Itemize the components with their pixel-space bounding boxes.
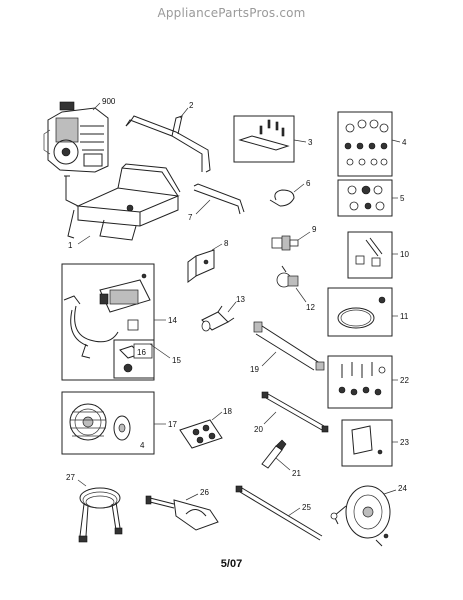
handle-part-2[interactable] xyxy=(125,115,211,173)
callout-18: 18 xyxy=(223,407,232,416)
callout-1: 1 xyxy=(68,241,73,250)
fastener-set-part-22[interactable] xyxy=(327,355,393,409)
callout-26: 26 xyxy=(200,488,209,497)
callout-6: 6 xyxy=(306,179,311,188)
wheel-kit-part-17[interactable] xyxy=(61,391,155,455)
rod-part-7[interactable] xyxy=(193,183,245,215)
callout-9: 9 xyxy=(312,225,317,234)
callout-14: 14 xyxy=(168,316,177,325)
decal-part-23[interactable] xyxy=(341,419,393,467)
callout-12: 12 xyxy=(306,303,315,312)
clip-part-6[interactable] xyxy=(269,189,295,207)
fastener-kit-part-10[interactable] xyxy=(347,231,393,279)
wand-part-20[interactable] xyxy=(261,391,329,433)
hose-reel-part-24[interactable] xyxy=(330,485,391,547)
callout-900: 900 xyxy=(102,97,116,106)
callout-4: 4 xyxy=(402,138,407,147)
callout-17-qty: 4 xyxy=(140,441,145,450)
hardware-set-part-5[interactable] xyxy=(337,179,393,217)
hardware-set-part-4[interactable] xyxy=(337,111,393,177)
callout-21: 21 xyxy=(292,469,301,478)
callout-16: 16 xyxy=(137,348,146,357)
bracket-part-8[interactable] xyxy=(187,249,215,283)
valve-kit-part-16[interactable] xyxy=(113,339,155,379)
callout-10: 10 xyxy=(400,250,409,259)
callout-17: 17 xyxy=(168,420,177,429)
garden-hose-part-27[interactable] xyxy=(78,487,123,543)
callout-19: 19 xyxy=(250,365,259,374)
lance-part-25[interactable] xyxy=(235,485,323,541)
spray-gun-part-26[interactable] xyxy=(145,495,219,531)
callout-7: 7 xyxy=(188,213,193,222)
pump-assembly-part-14[interactable] xyxy=(61,263,155,381)
o-ring-kit-part-11[interactable] xyxy=(327,287,393,337)
revision-date: 5/07 xyxy=(220,558,243,570)
nozzle-part-21[interactable] xyxy=(261,439,287,469)
callout-11: 11 xyxy=(400,312,409,321)
callout-13: 13 xyxy=(236,295,245,304)
nozzle-adapter-part-13[interactable] xyxy=(201,305,235,332)
callout-27: 27 xyxy=(66,473,75,482)
watermark-text: AppliancePartsPros.com xyxy=(157,6,306,20)
fitting-part-9[interactable] xyxy=(271,235,299,251)
callout-5: 5 xyxy=(400,194,405,203)
callout-25: 25 xyxy=(302,503,311,512)
callout-8: 8 xyxy=(224,239,229,248)
callout-2: 2 xyxy=(189,101,194,110)
callout-3: 3 xyxy=(308,138,313,147)
callout-16-box xyxy=(133,343,153,359)
connector-part-12[interactable] xyxy=(276,265,299,288)
hose-part-19[interactable] xyxy=(253,321,325,371)
callout-15: 15 xyxy=(172,356,181,365)
engine-900[interactable] xyxy=(43,101,109,173)
callout-24: 24 xyxy=(398,484,407,493)
callout-20: 20 xyxy=(254,425,263,434)
callout-23: 23 xyxy=(400,438,409,447)
nozzle-set-part-18[interactable] xyxy=(179,419,223,449)
frame-part-1[interactable] xyxy=(64,163,181,241)
callout-22: 22 xyxy=(400,376,409,385)
bracket-kit-part-3[interactable] xyxy=(233,115,295,163)
